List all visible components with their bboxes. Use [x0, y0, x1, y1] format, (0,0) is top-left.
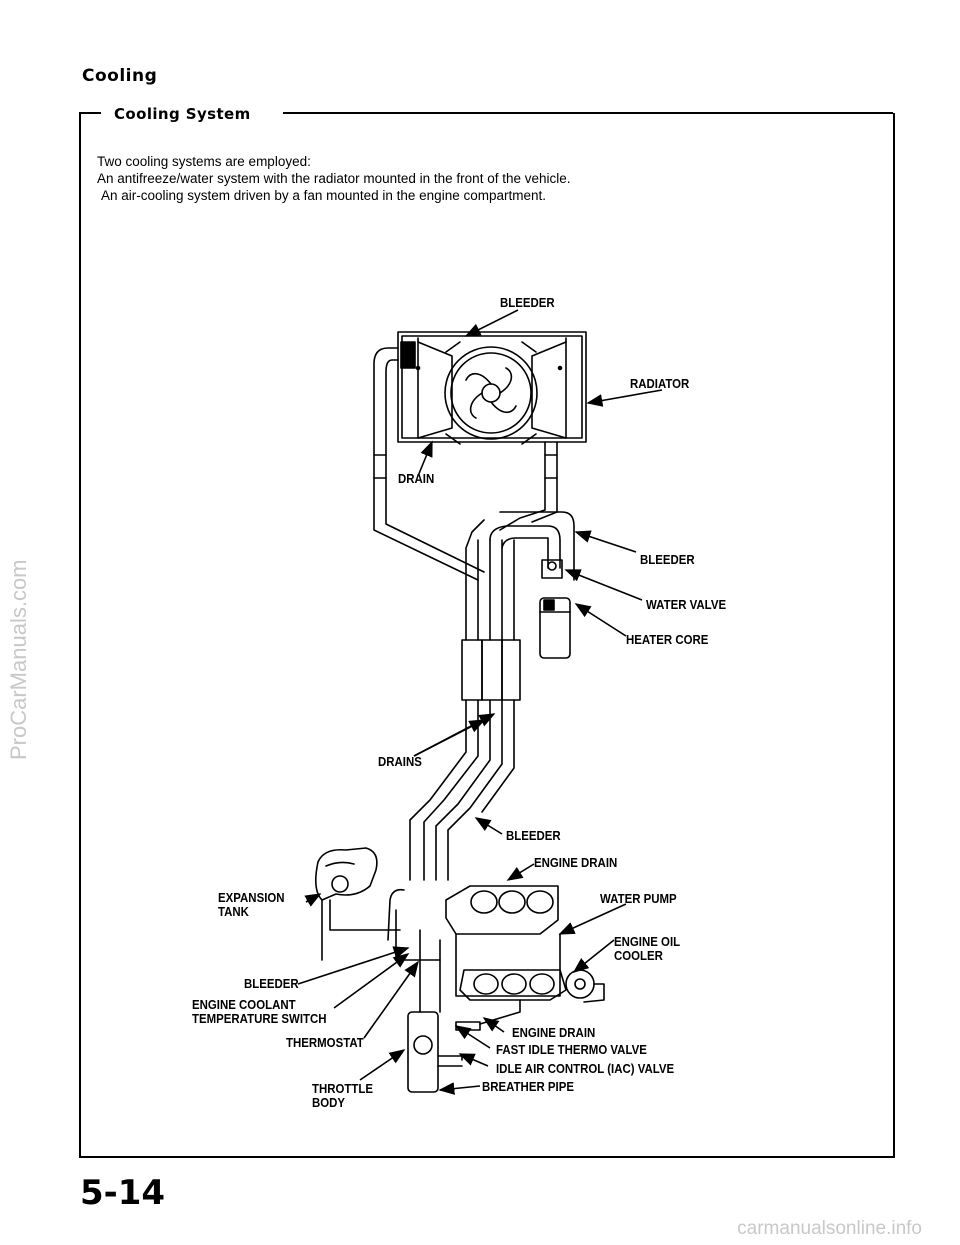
intro-line-3: An air-cooling system driven by a fan mo… — [101, 188, 546, 203]
frame-border-top-left — [79, 112, 101, 114]
label-breather-pipe: BREATHER PIPE — [482, 1079, 574, 1094]
engine-drawing — [387, 885, 605, 1025]
label-ect-switch-2: TEMPERATURE SWITCH — [192, 1011, 327, 1026]
label-iac-valve: IDLE AIR CONTROL (IAC) VALVE — [496, 1061, 675, 1076]
label-throttle-body-1: THROTTLE — [312, 1081, 374, 1096]
label-water-pump: WATER PUMP — [600, 891, 677, 906]
label-expansion-tank-1: EXPANSION — [218, 890, 285, 905]
label-radiator: RADIATOR — [630, 376, 690, 391]
label-bleeder-heater: BLEEDER — [640, 552, 695, 567]
heater-pipes — [409, 511, 575, 881]
label-heater-core: HEATER CORE — [626, 632, 709, 647]
content-frame — [79, 113, 895, 1158]
page-number: 5-14 — [80, 1173, 166, 1213]
label-drains: DRAINS — [378, 754, 422, 769]
radiator-drawing — [397, 331, 587, 445]
section-title: Cooling — [82, 66, 158, 86]
label-engine-drain-top: ENGINE DRAIN — [534, 855, 618, 870]
label-engine-oil-cooler-1: ENGINE OIL — [614, 934, 681, 949]
label-thermostat: THERMOSTAT — [286, 1035, 364, 1050]
label-ect-switch-1: ENGINE COOLANT — [192, 997, 296, 1012]
label-bleeder-low: BLEEDER — [244, 976, 299, 991]
intro-line-2: An antifreeze/water system with the radi… — [97, 171, 571, 186]
frame-border-top-right — [283, 112, 893, 114]
label-throttle-body-2: BODY — [312, 1095, 346, 1110]
label-water-valve: WATER VALVE — [646, 597, 727, 612]
heater-core-drawing — [539, 559, 571, 659]
label-fast-idle-thermo-valve: FAST IDLE THERMO VALVE — [496, 1042, 647, 1057]
label-engine-oil-cooler-2: COOLER — [614, 948, 663, 963]
intro-line-1: Two cooling systems are employed: — [97, 154, 311, 169]
subsection-title: Cooling System — [106, 105, 259, 123]
watermark-bottom: carmanualsonline.info — [737, 1218, 922, 1239]
label-drain: DRAIN — [398, 471, 435, 486]
throttle-body-drawing — [407, 1011, 481, 1093]
label-engine-drain-low: ENGINE DRAIN — [512, 1025, 596, 1040]
expansion-tank-drawing — [314, 847, 401, 961]
label-expansion-tank-2: TANK — [218, 904, 249, 919]
label-bleeder-radiator: BLEEDER — [500, 295, 555, 310]
label-bleeder-mid: BLEEDER — [506, 828, 561, 843]
watermark-side: ProCarManuals.com — [6, 559, 31, 760]
leader-lines — [297, 309, 663, 1095]
